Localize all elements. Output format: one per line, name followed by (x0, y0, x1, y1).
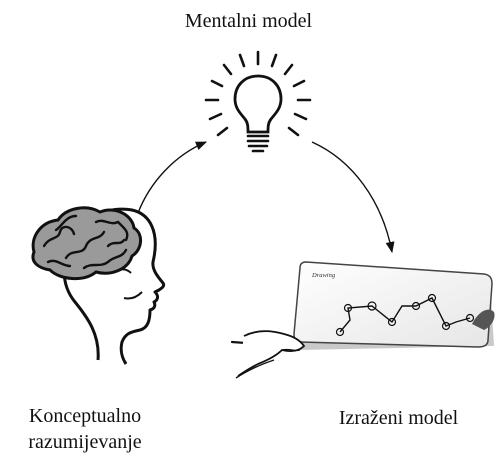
brain-folds (42, 214, 129, 270)
hand-drawing-on-card-icon: Drawing (230, 261, 495, 379)
arrow-to-mental-model (137, 141, 208, 214)
card-header-text: Drawing (311, 272, 336, 279)
bulb-glass (233, 74, 283, 134)
conceptual-understanding-label: Konceptualno razumijevanje (0, 403, 170, 455)
bulb-base (246, 134, 270, 153)
lightbulb-icon (204, 50, 312, 153)
mouth-line (123, 291, 143, 300)
mental-model-label: Mentalni model (184, 10, 313, 32)
conceptual-understanding-line-1: Konceptualno (28, 405, 142, 427)
sketch-handle-group (472, 309, 495, 330)
head-with-brain-icon (31, 206, 166, 365)
wrist-line (235, 359, 275, 379)
arrow-to-expressed-model (311, 141, 395, 254)
light-rays (204, 50, 312, 137)
drawing-hand (237, 330, 306, 377)
expressed-model-label: Izraženi model (338, 407, 459, 429)
conceptual-understanding-line-2: razumijevanje (28, 431, 142, 453)
sketch-nodes (335, 293, 475, 337)
finger-line (281, 348, 301, 352)
